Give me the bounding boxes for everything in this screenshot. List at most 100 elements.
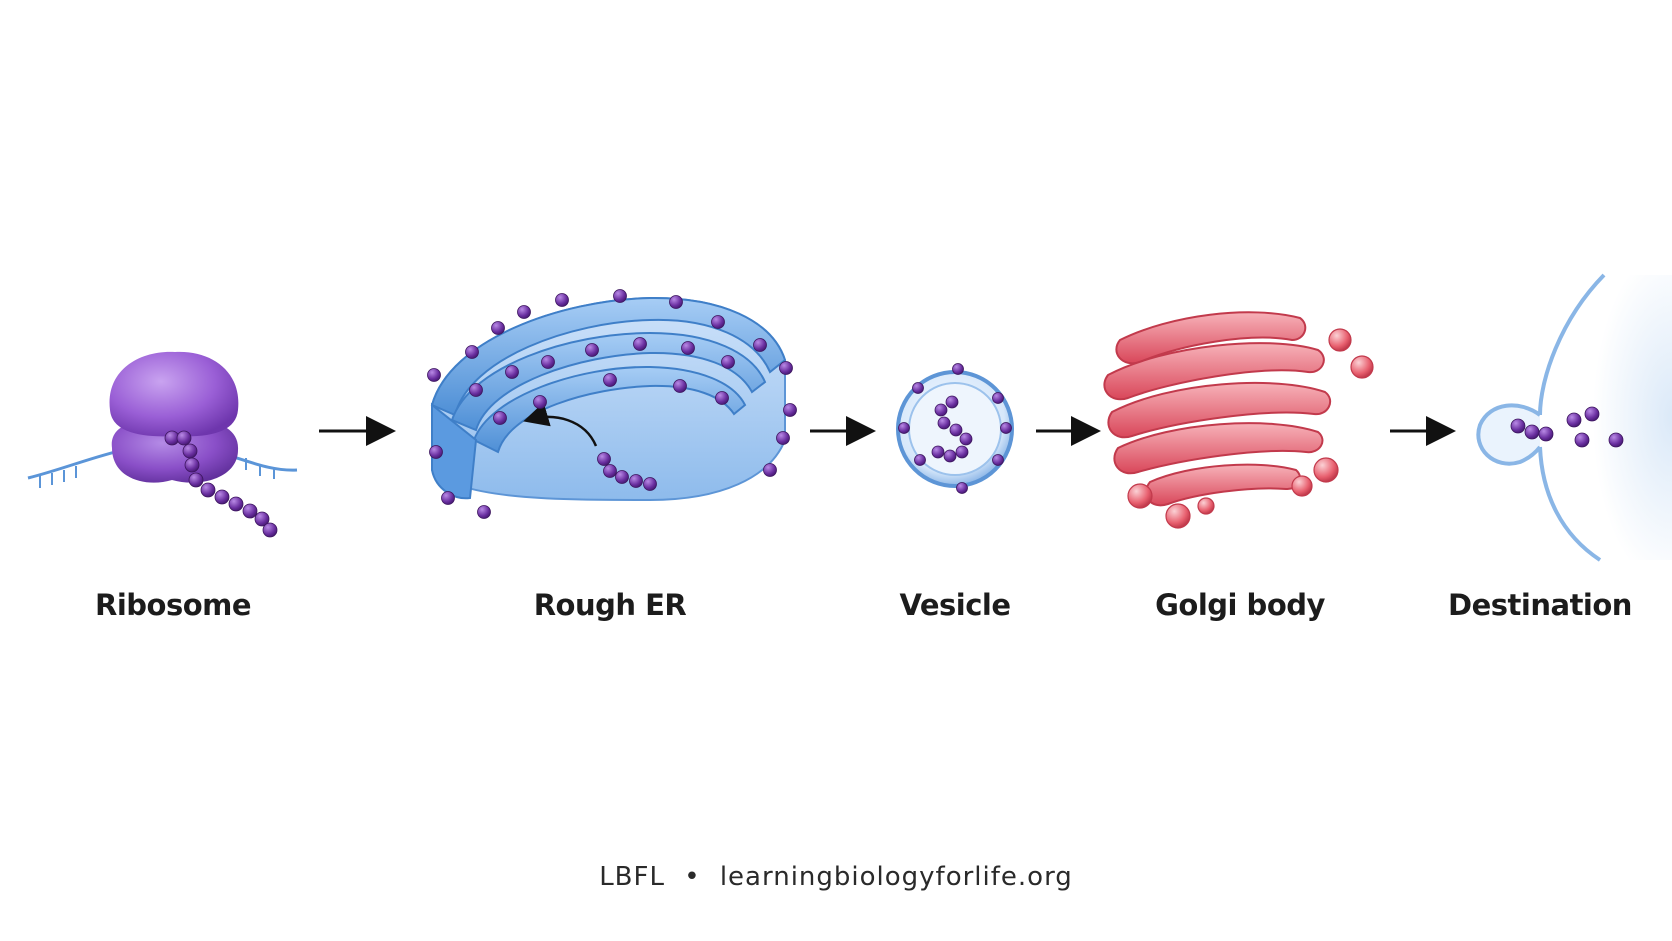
er-ribosome-bead [493, 411, 507, 425]
er-ribosome-bead [783, 403, 797, 417]
amino-acid-bead [949, 423, 963, 437]
label-ribosome: Ribosome [94, 588, 252, 622]
amino-acid-bead [615, 470, 629, 484]
vesicle-surface-bead [992, 392, 1004, 404]
golgi-vesicle-bud [1127, 483, 1153, 509]
label-rough-er: Rough ER [533, 588, 687, 622]
secreted-protein [1510, 406, 1624, 448]
footer-separator: • [684, 862, 701, 892]
amino-acid-bead [228, 496, 244, 512]
er-cisterna-middle [450, 331, 767, 432]
label-destination: Destination [1448, 588, 1632, 622]
secreted-protein-bead [1510, 418, 1526, 434]
ribosome-small-subunit [111, 421, 239, 483]
golgi-budding-vesicles [1127, 328, 1374, 529]
amino-acid-bead [262, 522, 278, 538]
er-ribosome-bead [613, 289, 627, 303]
amino-acid-bead [959, 432, 973, 446]
amino-acid-bead [931, 445, 945, 459]
secreted-protein-bead [1524, 424, 1540, 440]
golgi-vesicle-bud [1165, 503, 1191, 529]
amino-acid-bead [200, 482, 216, 498]
amino-acid-bead [603, 464, 617, 478]
golgi-vesicle-bud [1350, 355, 1374, 379]
amino-acid-bead [934, 403, 948, 417]
er-ribosome-bead [465, 345, 479, 359]
ribosome-large-subunit [109, 351, 239, 437]
label-golgi-body: Golgi body [1155, 588, 1325, 622]
vesicle-surface-bead [956, 482, 968, 494]
ribosome-illustration [27, 351, 298, 538]
er-ribosome-bead [673, 379, 687, 393]
secreted-protein-bead [1574, 432, 1590, 448]
amino-acid-bead [188, 472, 204, 488]
er-ribosome-bead [541, 355, 555, 369]
amino-acid-bead [943, 449, 957, 463]
rough-er-illustration [427, 289, 797, 519]
er-cisterna-outer [430, 296, 787, 417]
er-ribosome-bead [633, 337, 647, 351]
vesicle-surface-beads [898, 363, 1012, 494]
golgi-cisterna-2 [1103, 342, 1325, 401]
golgi-vesicle-bud [1328, 328, 1352, 352]
er-ribosome-bead [681, 341, 695, 355]
vesicle-surface-bead [914, 454, 926, 466]
er-ribosome-bead [429, 445, 443, 459]
golgi-vesicle-bud [1197, 497, 1215, 515]
vesicle-illustration [896, 363, 1014, 494]
amino-acid-bead [254, 511, 270, 527]
er-bound-ribosomes [427, 289, 797, 519]
footer-site: learningbiologyforlife.org [719, 862, 1073, 892]
er-ribosome-bead [517, 305, 531, 319]
plasma-membrane [1538, 273, 1606, 562]
er-ribosome-bead [721, 355, 735, 369]
destination-illustration [1476, 273, 1672, 562]
amino-acid-bead [945, 395, 959, 409]
secreted-protein-bead [1538, 426, 1554, 442]
vesicle-surface-bead [952, 363, 964, 375]
secreted-protein-bead [1608, 432, 1624, 448]
er-ribosome-bead [585, 343, 599, 357]
fusing-vesicle [1476, 403, 1542, 466]
er-ribosome-bead [779, 361, 793, 375]
amino-acid-bead [242, 503, 258, 519]
vesicle-surface-bead [912, 382, 924, 394]
amino-acid-bead [597, 452, 611, 466]
cell-interior [1539, 275, 1672, 560]
er-entry-arrow [523, 402, 598, 447]
amino-acid-bead [182, 443, 198, 459]
er-ribosome-bead [427, 368, 441, 382]
amino-acid-bead [214, 489, 230, 505]
amino-acid-bead [176, 430, 192, 446]
golgi-cisterna-3 [1107, 381, 1332, 439]
er-ribosome-bead [505, 365, 519, 379]
polypeptide-chain-ribosome [164, 430, 278, 538]
er-ribosome-bead [715, 391, 729, 405]
er-ribosome-bead [711, 315, 725, 329]
golgi-vesicle-bud [1313, 457, 1339, 483]
amino-acid-bead [937, 416, 951, 430]
golgi-cisterna-5 [1145, 463, 1301, 507]
er-ribosome-bead [441, 491, 455, 505]
vesicle-surface-bead [898, 422, 910, 434]
golgi-cisterna-4 [1113, 422, 1324, 475]
er-ribosome-bead [533, 395, 547, 409]
er-ribosome-bead [603, 373, 617, 387]
golgi-illustration [1103, 311, 1374, 529]
amino-acid-bead [643, 477, 657, 491]
er-ribosome-bead [669, 295, 683, 309]
secreted-protein-bead [1566, 412, 1582, 428]
amino-acid-bead [955, 445, 969, 459]
polypeptide-chain-er [597, 452, 657, 491]
er-ribosome-bead [776, 431, 790, 445]
er-ribosome-bead [763, 463, 777, 477]
footer-credit: LBFL • learningbiologyforlife.org [0, 862, 1672, 892]
vesicle-surface-bead [1000, 422, 1012, 434]
golgi-vesicle-bud [1291, 475, 1313, 497]
er-ribosome-bead [753, 338, 767, 352]
er-ribosome-bead [555, 293, 569, 307]
label-vesicle: Vesicle [899, 588, 1011, 622]
er-ribosome-bead [469, 383, 483, 397]
polypeptide-chain-vesicle [931, 395, 973, 463]
